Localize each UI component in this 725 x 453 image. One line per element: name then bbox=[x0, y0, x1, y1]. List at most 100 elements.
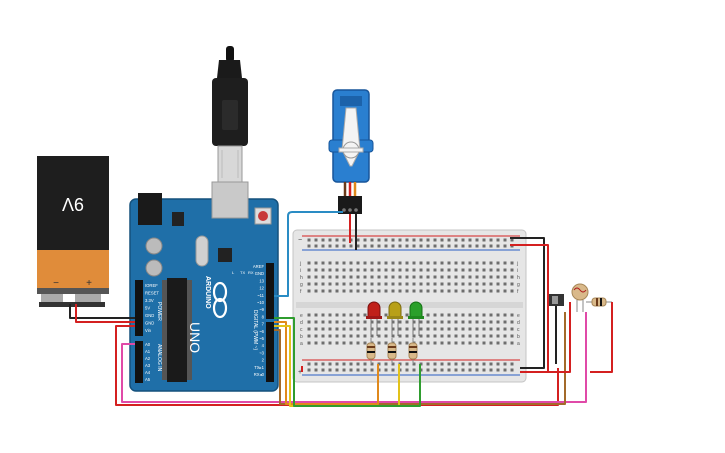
breadboard-hole[interactable] bbox=[454, 244, 458, 248]
breadboard-hole[interactable] bbox=[363, 289, 367, 293]
breadboard-hole[interactable] bbox=[335, 244, 339, 248]
breadboard-hole[interactable] bbox=[489, 289, 493, 293]
breadboard-hole[interactable] bbox=[468, 320, 472, 324]
breadboard-hole[interactable] bbox=[468, 313, 472, 317]
breadboard-hole[interactable] bbox=[335, 282, 339, 286]
breadboard-hole[interactable] bbox=[461, 313, 465, 317]
breadboard-hole[interactable] bbox=[468, 334, 472, 338]
breadboard-hole[interactable] bbox=[447, 320, 451, 324]
breadboard-hole[interactable] bbox=[370, 289, 374, 293]
breadboard-hole[interactable] bbox=[475, 268, 479, 272]
breadboard-hole[interactable] bbox=[496, 261, 500, 265]
breadboard-hole[interactable] bbox=[475, 275, 479, 279]
breadboard-hole[interactable] bbox=[454, 313, 458, 317]
slide-switch[interactable] bbox=[548, 294, 564, 306]
breadboard-hole[interactable] bbox=[391, 334, 395, 338]
breadboard-hole[interactable] bbox=[412, 238, 416, 242]
breadboard-hole[interactable] bbox=[503, 275, 507, 279]
breadboard-hole[interactable] bbox=[433, 261, 437, 265]
breadboard-hole[interactable] bbox=[391, 362, 395, 366]
breadboard-hole[interactable] bbox=[377, 327, 381, 331]
breadboard-hole[interactable] bbox=[440, 362, 444, 366]
breadboard-hole[interactable] bbox=[370, 275, 374, 279]
breadboard-hole[interactable] bbox=[468, 362, 472, 366]
breadboard-hole[interactable] bbox=[440, 313, 444, 317]
breadboard-hole[interactable] bbox=[307, 362, 311, 366]
breadboard-hole[interactable] bbox=[475, 282, 479, 286]
breadboard-hole[interactable] bbox=[349, 334, 353, 338]
breadboard-hole[interactable] bbox=[482, 268, 486, 272]
breadboard-hole[interactable] bbox=[328, 368, 332, 372]
breadboard-hole[interactable] bbox=[384, 341, 388, 345]
breadboard-hole[interactable] bbox=[377, 282, 381, 286]
breadboard-hole[interactable] bbox=[475, 341, 479, 345]
breadboard-hole[interactable] bbox=[342, 238, 346, 242]
breadboard-hole[interactable] bbox=[433, 320, 437, 324]
breadboard-hole[interactable] bbox=[391, 289, 395, 293]
breadboard-hole[interactable] bbox=[384, 289, 388, 293]
breadboard-hole[interactable] bbox=[510, 362, 514, 366]
breadboard-hole[interactable] bbox=[314, 313, 318, 317]
breadboard-hole[interactable] bbox=[412, 289, 416, 293]
servo-motor[interactable] bbox=[328, 89, 374, 214]
breadboard-hole[interactable] bbox=[356, 341, 360, 345]
breadboard-hole[interactable] bbox=[335, 238, 339, 242]
breadboard-hole[interactable] bbox=[335, 289, 339, 293]
breadboard-hole[interactable] bbox=[475, 244, 479, 248]
breadboard-hole[interactable] bbox=[405, 341, 409, 345]
breadboard-hole[interactable] bbox=[447, 341, 451, 345]
breadboard-hole[interactable] bbox=[496, 368, 500, 372]
breadboard-hole[interactable] bbox=[314, 244, 318, 248]
breadboard-hole[interactable] bbox=[426, 238, 430, 242]
breadboard-hole[interactable] bbox=[398, 289, 402, 293]
breadboard-hole[interactable] bbox=[405, 362, 409, 366]
breadboard-hole[interactable] bbox=[433, 268, 437, 272]
breadboard-hole[interactable] bbox=[384, 362, 388, 366]
breadboard-hole[interactable] bbox=[384, 327, 388, 331]
breadboard-hole[interactable] bbox=[328, 244, 332, 248]
breadboard-hole[interactable] bbox=[489, 275, 493, 279]
resistor-red[interactable] bbox=[366, 338, 376, 364]
breadboard-hole[interactable] bbox=[496, 244, 500, 248]
breadboard-hole[interactable] bbox=[405, 334, 409, 338]
breadboard-hole[interactable] bbox=[454, 327, 458, 331]
breadboard-hole[interactable] bbox=[307, 238, 311, 242]
breadboard-hole[interactable] bbox=[321, 341, 325, 345]
breadboard-hole[interactable] bbox=[370, 261, 374, 265]
breadboard-hole[interactable] bbox=[391, 282, 395, 286]
breadboard-hole[interactable] bbox=[454, 362, 458, 366]
breadboard-hole[interactable] bbox=[349, 282, 353, 286]
breadboard-hole[interactable] bbox=[384, 282, 388, 286]
breadboard-hole[interactable] bbox=[475, 289, 479, 293]
breadboard-hole[interactable] bbox=[307, 282, 311, 286]
breadboard-hole[interactable] bbox=[363, 282, 367, 286]
breadboard-hole[interactable] bbox=[447, 289, 451, 293]
breadboard-hole[interactable] bbox=[321, 268, 325, 272]
breadboard-hole[interactable] bbox=[314, 327, 318, 331]
breadboard-hole[interactable] bbox=[454, 289, 458, 293]
breadboard-hole[interactable] bbox=[461, 320, 465, 324]
breadboard-hole[interactable] bbox=[496, 327, 500, 331]
breadboard-hole[interactable] bbox=[468, 368, 472, 372]
resistor-green[interactable] bbox=[408, 338, 418, 364]
breadboard-hole[interactable] bbox=[328, 289, 332, 293]
breadboard-hole[interactable] bbox=[314, 261, 318, 265]
breadboard-hole[interactable] bbox=[412, 275, 416, 279]
breadboard-hole[interactable] bbox=[433, 238, 437, 242]
breadboard-hole[interactable] bbox=[356, 238, 360, 242]
breadboard-hole[interactable] bbox=[419, 261, 423, 265]
breadboard-hole[interactable] bbox=[475, 362, 479, 366]
breadboard-hole[interactable] bbox=[328, 327, 332, 331]
breadboard-hole[interactable] bbox=[398, 341, 402, 345]
breadboard-hole[interactable] bbox=[496, 334, 500, 338]
breadboard-hole[interactable] bbox=[475, 368, 479, 372]
breadboard-hole[interactable] bbox=[503, 327, 507, 331]
breadboard-hole[interactable] bbox=[349, 261, 353, 265]
breadboard-hole[interactable] bbox=[356, 368, 360, 372]
wires[interactable] bbox=[69, 211, 613, 407]
breadboard-hole[interactable] bbox=[482, 313, 486, 317]
breadboard-hole[interactable] bbox=[356, 313, 360, 317]
breadboard-hole[interactable] bbox=[342, 327, 346, 331]
breadboard-hole[interactable] bbox=[440, 275, 444, 279]
breadboard-hole[interactable] bbox=[307, 261, 311, 265]
